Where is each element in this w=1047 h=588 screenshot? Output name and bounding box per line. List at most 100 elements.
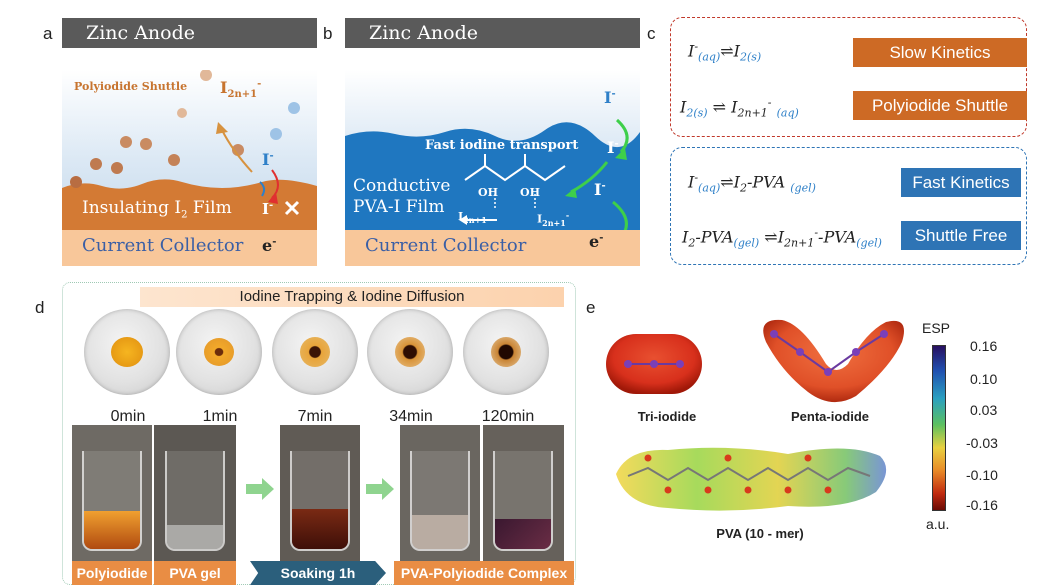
current-collector-a: Current Collector [62,230,317,266]
insulating-film-label: Insulating I2 Film [82,198,232,221]
polyiodide-particle [168,154,180,166]
colorbar-tick: -0.10 [966,467,998,483]
time-label: 7min [297,408,333,425]
time-label: 34min [389,408,433,425]
colorbar-tick: 0.03 [970,402,998,418]
penta-iodide-molecule [763,319,904,403]
arrow-right-icon [246,478,274,500]
film-iodide-label: I- [262,200,274,218]
pva-chain [464,164,566,182]
polyiodide-left-label: I2n+1 [458,210,487,226]
iodide-particle [288,102,300,114]
time-label: 0min [110,408,146,425]
slow-kinetics-tag: Slow Kinetics [853,38,1027,67]
colorbar-tick: -0.03 [966,435,998,451]
plate-120min [463,309,549,395]
time-label: 120min [481,408,535,425]
polyiodide-right-label: I2n+1- [537,210,570,228]
zinc-anode-bar: Zinc Anode [345,18,640,48]
panel-c-top-box [670,17,1027,137]
colorbar-tick: 0.10 [970,371,998,387]
beaker-icon [493,451,553,551]
panel-label-d: d [35,298,45,317]
beaker-icon [410,451,470,551]
soaking-solution [292,509,348,549]
tri-iodide-molecule [606,334,702,394]
blocked-cross-icon [284,200,300,216]
oh-label: OH [478,186,498,199]
caption-polyiodide: Polyiodide [72,561,152,585]
equation-2: I2(s) ⇌ I2n+1- (aq) [680,96,799,120]
esp-colorbar [932,345,946,511]
pva-film-shape [345,122,640,230]
beaker-photo-soaking [280,425,360,563]
plate-7min [272,309,358,395]
panel-label-b: b [323,24,333,43]
polyiodide-particle [70,176,82,188]
polyiodide-particle [200,70,212,81]
beaker-photo-34min [400,425,480,563]
polyiodide-particle [111,162,123,174]
beaker-icon [82,451,142,551]
panel-label-a: a [43,24,53,43]
panel-b: Zinc Anode Fast iodine transport Conduct… [345,18,640,266]
fast-kinetics-tag: Fast Kinetics [901,168,1021,197]
caption-complex: PVA-Polyiodide Complex [394,561,574,585]
iodide-arrow [259,181,266,197]
polyiodide-spot [204,338,234,366]
iodide-label: I- [607,138,619,157]
colorbar-tick: 0.16 [970,338,998,354]
electron-label: e- [589,232,604,251]
polyiodide-particle [177,108,187,118]
panel-d-title-banner: Iodine Trapping & Iodine Diffusion [140,287,564,307]
zinc-anode-bar: Zinc Anode [62,18,317,48]
plate-34min [367,309,453,395]
pva-label: PVA (10 - mer) [716,526,804,541]
transport-arrow [615,118,629,153]
iodide-label: I- [604,88,616,107]
beaker-photo-polyiodide [72,425,152,563]
colorbar-title: ESP [922,320,951,336]
beaker-icon [290,451,350,551]
caption-soaking: Soaking 1h [250,561,386,585]
equation-1: I-(aq)⇌I2(s) [688,40,762,64]
polyiodide-spot [491,337,521,367]
polyiodide-spot [111,337,143,367]
polyiodide-species-label: I2n+1- [220,78,262,101]
panel-c-bottom-box [670,147,1027,265]
tri-iodide-label: Tri-iodide [637,409,697,424]
polyiodide-particle [90,158,102,170]
pva-molecule [616,447,887,511]
fast-transport-label: Fast iodine transport [425,138,579,153]
panel-a: Zinc Anode Polyiodide Shuttle I2n+1- I- … [62,18,317,266]
polyiodide-particle [140,138,152,150]
beaker-icon [165,451,225,551]
arrow-right-icon [366,478,394,500]
oh-label: OH [520,186,540,199]
equation-3: I-(aq)⇌I2-PVA (gel) [688,171,816,195]
panel-label-c: c [647,24,656,43]
pva-polyiodide-complex [495,519,551,549]
caption-pva-gel: PVA gel [154,561,236,585]
iodide-label: I- [262,150,274,169]
film-illustration [62,70,317,230]
plate-0min [84,309,170,395]
polyiodide-shuttle-tag: Polyiodide Shuttle [853,91,1027,120]
colorbar-tick: -0.16 [966,497,998,513]
beaker-photo-pva-gel [154,425,236,563]
shuttle-label: Polyiodide Shuttle [74,80,188,93]
current-collector-b: Current Collector [345,230,640,266]
iodide-particle [270,128,282,140]
diffused-solution [412,515,468,549]
colorbar-unit: a.u. [926,516,950,532]
shuttle-free-tag: Shuttle Free [901,221,1021,250]
polyiodide-solution [84,511,140,549]
beaker-photo-120min [483,425,564,563]
electron-label: e- [262,236,277,255]
iodide-label: I- [594,180,606,199]
equation-4: I2-PVA(gel) ⇌I2n+1--PVA(gel) [682,226,882,250]
polyiodide-spot [395,337,425,367]
shuttle-arrow [221,129,253,173]
pva-gel [167,525,223,549]
